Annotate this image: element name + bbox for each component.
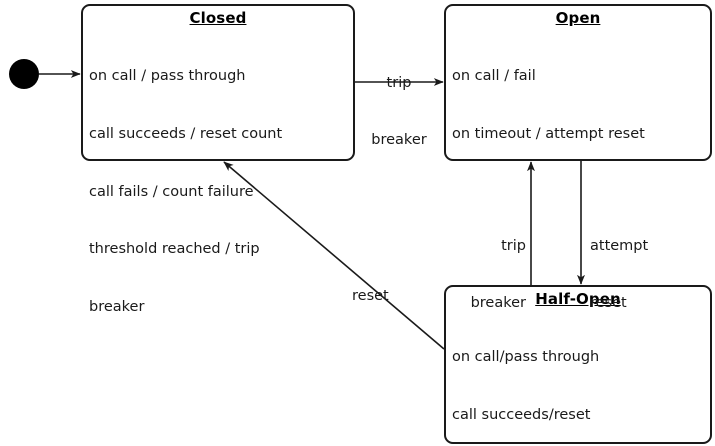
state-title-half-open: Half-Open — [535, 290, 621, 308]
state-body-half-open: on call/pass through call succeeds/reset… — [446, 310, 710, 446]
edge-label-line: reset — [352, 288, 389, 304]
edge-label-line: reset — [590, 295, 627, 311]
edge-half-open-to-closed — [223, 161, 445, 350]
state-line: call succeeds/reset — [452, 407, 591, 424]
state-node-closed[interactable]: Closed on call / pass through call succe… — [81, 4, 355, 315]
state-title-open: Open — [555, 9, 601, 27]
state-line: on call / fail — [452, 68, 536, 85]
state-node-half-open[interactable]: Half-Open on call/pass through call succ… — [444, 285, 712, 444]
initial-state-marker — [9, 59, 39, 89]
state-title-closed: Closed — [189, 9, 247, 27]
state-line: on call/pass through — [452, 349, 600, 366]
edge-label-half-open-to-open: trip breaker — [440, 199, 526, 351]
edge-label-half-open-to-closed: reset — [352, 249, 412, 344]
state-node-open[interactable]: Open on call / fail on timeout / attempt… — [444, 4, 712, 161]
edge-label-closed-to-open: trip breaker — [355, 36, 443, 188]
state-line: call fails / count failure — [89, 183, 254, 200]
edge-label-open-to-half-open: attempt reset — [590, 199, 685, 351]
state-body-open: on call / fail on timeout / attempt rese… — [446, 29, 710, 183]
state-line: on timeout / attempt reset — [452, 126, 645, 143]
edge-label-line: attempt — [590, 238, 649, 254]
state-line: on call / pass through — [89, 68, 246, 85]
state-body-closed: on call / pass through call succeeds / r… — [83, 29, 353, 355]
edge-label-line: breaker — [371, 132, 427, 148]
state-line: threshold reached / trip — [89, 241, 260, 258]
edge-label-line: trip — [386, 75, 412, 91]
edge-label-line: trip — [501, 238, 526, 254]
edge-label-line: breaker — [470, 295, 526, 311]
state-line: breaker — [89, 298, 145, 315]
state-line: call succeeds / reset count — [89, 126, 283, 143]
